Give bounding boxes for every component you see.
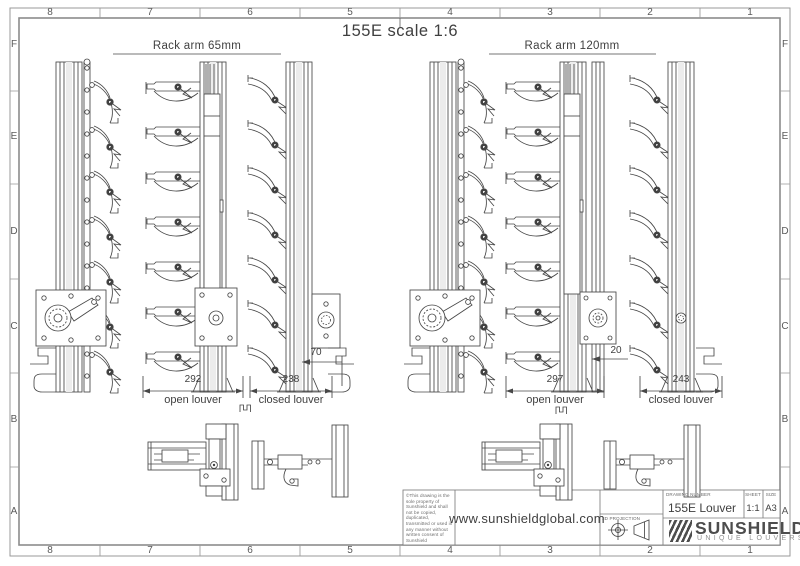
brand-tagline: UNIQUE LOUVERS: [697, 535, 800, 542]
zone-col-bottom: 1: [747, 545, 753, 556]
group-65mm-drawing: [29, 58, 355, 501]
dims-65: [142, 356, 343, 413]
projection-label: 3D PROJECTION: [602, 516, 641, 521]
group-65-label: Rack arm 65mm: [152, 40, 242, 52]
zone-col-bottom: 2: [647, 545, 653, 556]
view-120-open-side: [403, 58, 496, 394]
zone-col-bottom: 5: [347, 545, 353, 556]
zone-row-right: B: [781, 414, 789, 425]
zone-row-right: A: [781, 506, 789, 517]
sheet-label: SHEET: [745, 492, 761, 497]
plan-views-65: [147, 423, 349, 501]
sunshield-logo-icon: [669, 520, 692, 542]
zone-col-bottom: 7: [147, 545, 153, 556]
group-120mm-drawing: [403, 58, 723, 501]
title-block-borders: [402, 489, 781, 546]
zone-col-top: 7: [147, 7, 153, 18]
zone-col-top: 2: [647, 7, 653, 18]
zone-col-top: 1: [747, 7, 753, 18]
zone-row-left: C: [10, 321, 18, 332]
zone-row-left: B: [10, 414, 18, 425]
size-label: SIZE: [765, 492, 777, 497]
zone-col-top: 8: [47, 7, 53, 18]
group-120-label: Rack arm 120mm: [524, 40, 620, 52]
frame-inner-border: [18, 17, 781, 546]
drawing-number-value: 155E Louver: [668, 501, 737, 515]
size-value: A3: [765, 503, 777, 514]
dims-120: [505, 356, 723, 415]
zone-col-bottom: 3: [547, 545, 553, 556]
zone-row-left: E: [10, 131, 18, 142]
label-120-open-louver: open louver: [526, 394, 584, 406]
zone-col-top: 5: [347, 7, 353, 18]
zone-col-top: 6: [247, 7, 253, 18]
view-65-open-side: [29, 58, 122, 394]
zone-ticks: [10, 8, 790, 556]
dim-120-closed-width: 243: [672, 374, 690, 385]
website-text: www.sunshieldglobal.com: [449, 511, 605, 526]
label-120-closed-louver: closed louver: [648, 394, 714, 406]
view-65-closed-actuator: [145, 61, 238, 393]
zone-col-top: 3: [547, 7, 553, 18]
view-120-closed-rail: [629, 61, 723, 393]
plan-views-120: [481, 423, 701, 501]
zone-col-bottom: 4: [447, 545, 453, 556]
dim-65-offset: 70: [310, 347, 322, 358]
label-65-closed-louver: closed louver: [258, 394, 324, 406]
brand-name: SUNSHIELD: [695, 518, 800, 538]
view-120-closed-actuator: [505, 61, 617, 393]
dim-120-open-width: 297: [546, 374, 564, 385]
zone-row-right: C: [781, 321, 789, 332]
zone-row-left: D: [10, 226, 18, 237]
zone-row-right: F: [781, 39, 789, 50]
zone-row-right: D: [781, 226, 789, 237]
zone-col-bottom: 8: [47, 545, 53, 556]
label-65-open-louver: open louver: [164, 394, 222, 406]
dim-65-open-width: 292: [184, 374, 202, 385]
dim-120-offset: 20: [610, 345, 622, 356]
zone-col-bottom: 6: [247, 545, 253, 556]
dim-65-closed-width: 238: [282, 374, 300, 385]
page-title: 155E scale 1:6: [341, 22, 459, 40]
zone-row-left: F: [10, 39, 18, 50]
zone-row-right: E: [781, 131, 789, 142]
view-65-open-rail: [247, 61, 355, 393]
drawing-number-label: DRAWING NUMBER: [666, 492, 711, 497]
zone-row-left: A: [10, 506, 18, 517]
sheet-value: 1:1: [746, 503, 760, 514]
zone-col-top: 4: [447, 7, 453, 18]
disclaimer-text: ©This drawing is the sole property of Su…: [406, 493, 453, 543]
projection-symbol-icon: [608, 519, 650, 541]
